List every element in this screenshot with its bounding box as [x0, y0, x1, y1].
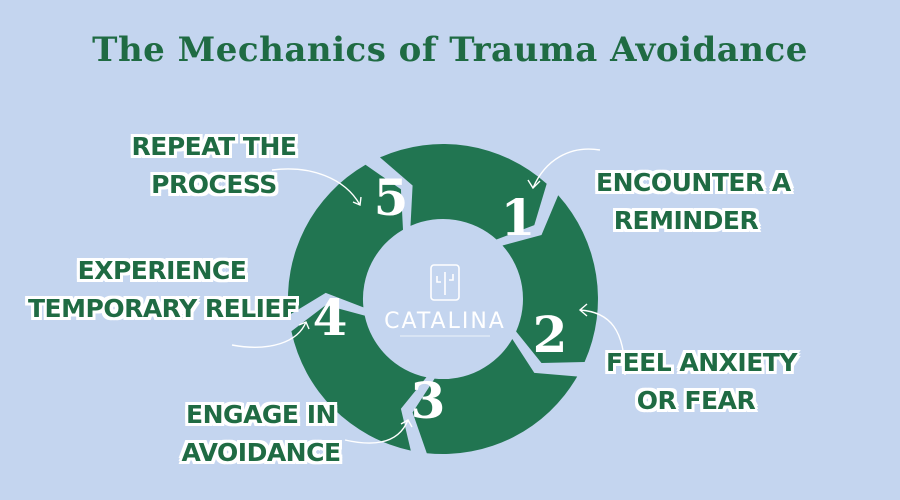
step-number-4: 4 [313, 288, 348, 347]
arrow-step-2 [579, 309, 626, 376]
cactus-icon [430, 264, 460, 301]
catalina-logo: CATALINA [384, 264, 506, 337]
arrow-step-1 [532, 148, 601, 189]
step-number-3: 3 [411, 371, 446, 430]
brand-name: CATALINA [384, 309, 506, 334]
step-label-1: Encounter a Reminder [596, 168, 791, 235]
cycle-segment-5 [380, 144, 547, 240]
cycle-segment-2 [412, 339, 578, 455]
step-label-2: Feel Anxiety or Fear [606, 348, 797, 415]
connector-arrows [231, 148, 626, 444]
cycle-segment-4 [287, 164, 403, 316]
cycle-segment-1 [502, 195, 598, 363]
step-number-2: 2 [533, 305, 568, 364]
arrow-step-5 [271, 168, 361, 206]
arrow-step-3 [344, 419, 409, 444]
cycle-segments [287, 144, 598, 455]
step-label-4: Experience Temporary Relief [28, 256, 298, 323]
arrow-step-4 [231, 321, 307, 348]
step-number-1: 1 [501, 188, 536, 247]
step-label-3: Engage in Avoidance [181, 400, 341, 467]
step-label-5: Repeat the Process [131, 132, 297, 199]
cycle-segment-3 [291, 305, 427, 451]
step-number-5: 5 [374, 168, 409, 227]
page-title: The Mechanics of Trauma Avoidance [92, 30, 808, 70]
